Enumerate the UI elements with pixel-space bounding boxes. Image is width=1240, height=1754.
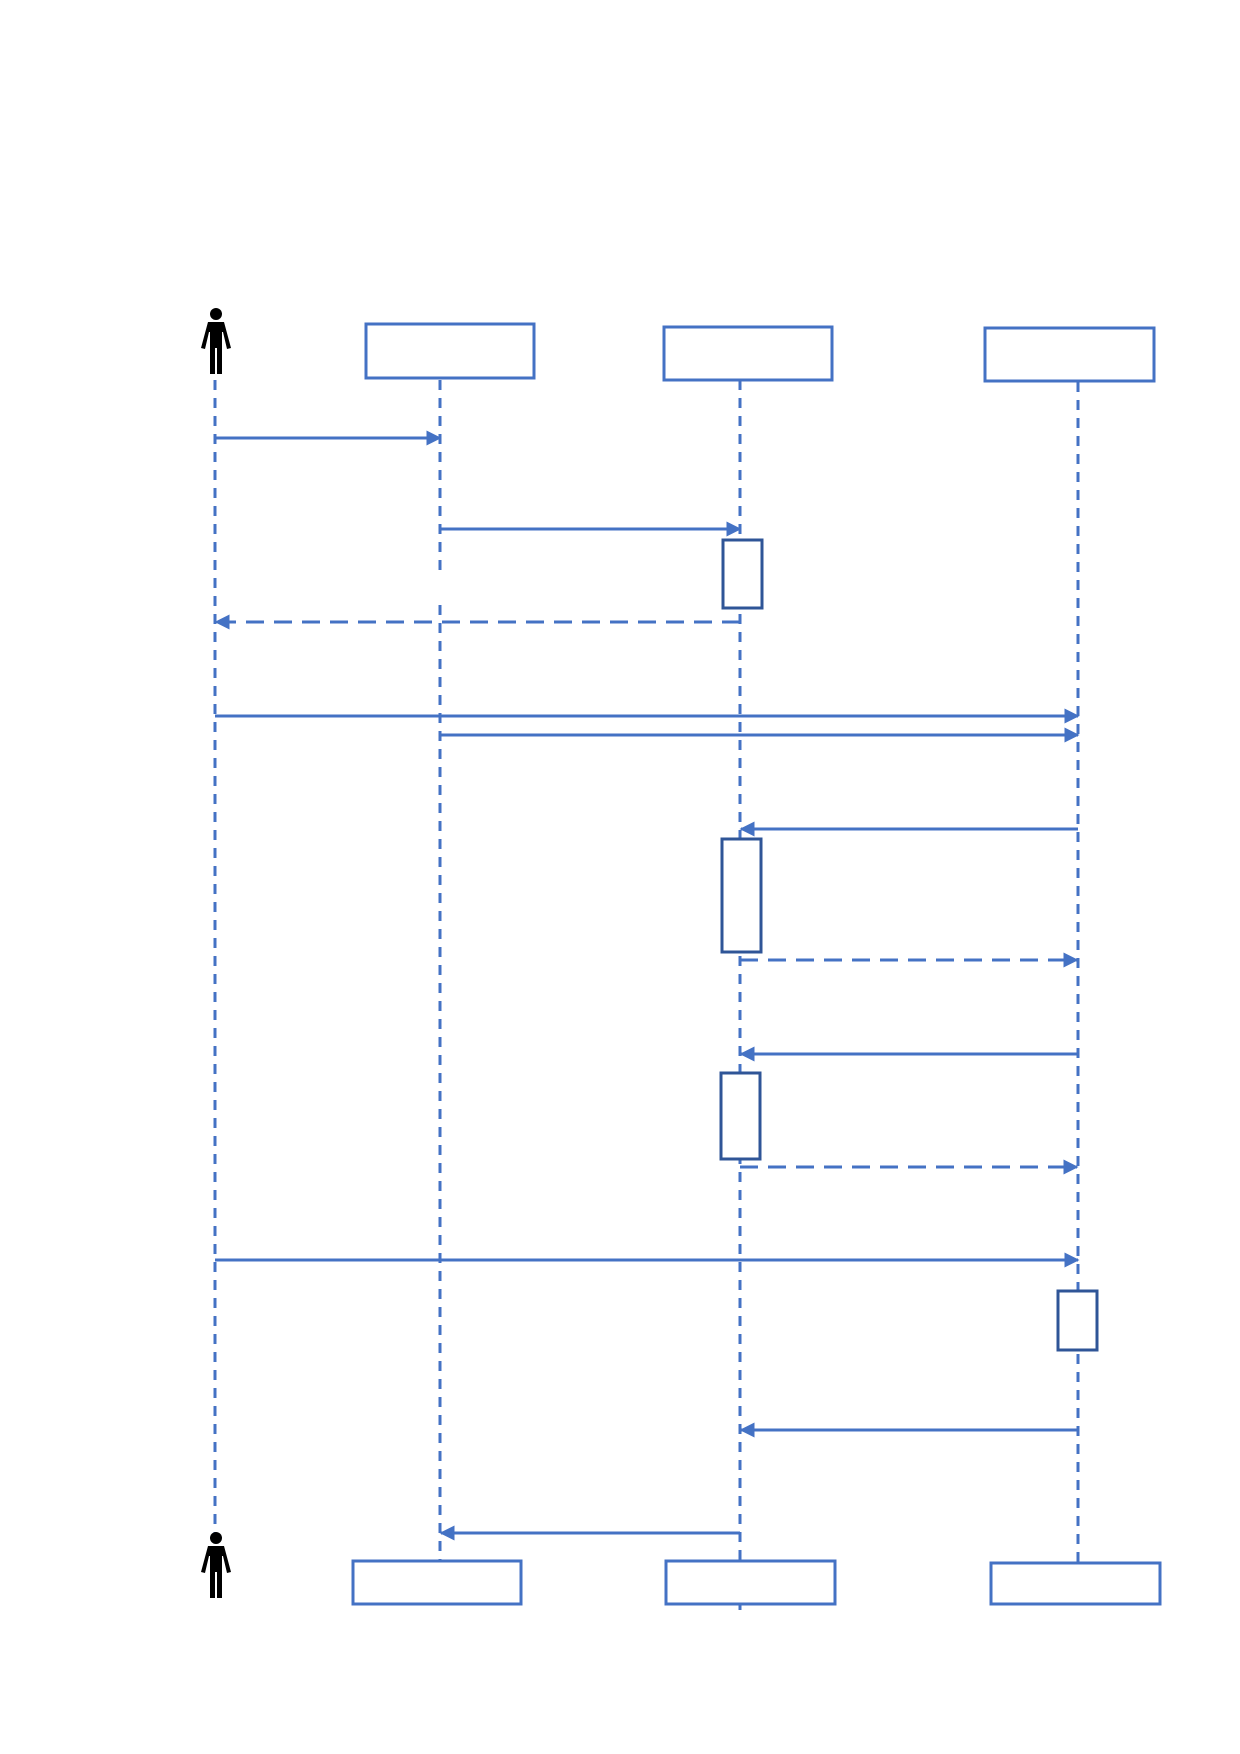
participant-box-p2-bottom (664, 1559, 837, 1606)
participant-box-p1-bottom (351, 1559, 523, 1606)
participant-box-p3-top (983, 326, 1156, 383)
activation-bar-p3-1 (1056, 1289, 1099, 1352)
participant-box-p1-top (364, 322, 536, 380)
person-icon (201, 1532, 231, 1598)
participant-box-p3-bottom (989, 1561, 1162, 1606)
activation-bar-p2-1 (721, 538, 764, 610)
activation-bar-p2-2 (720, 837, 763, 954)
person-icon (201, 308, 231, 374)
activation-bar-p2-3 (719, 1071, 762, 1161)
participant-box-p2-top (662, 325, 834, 382)
